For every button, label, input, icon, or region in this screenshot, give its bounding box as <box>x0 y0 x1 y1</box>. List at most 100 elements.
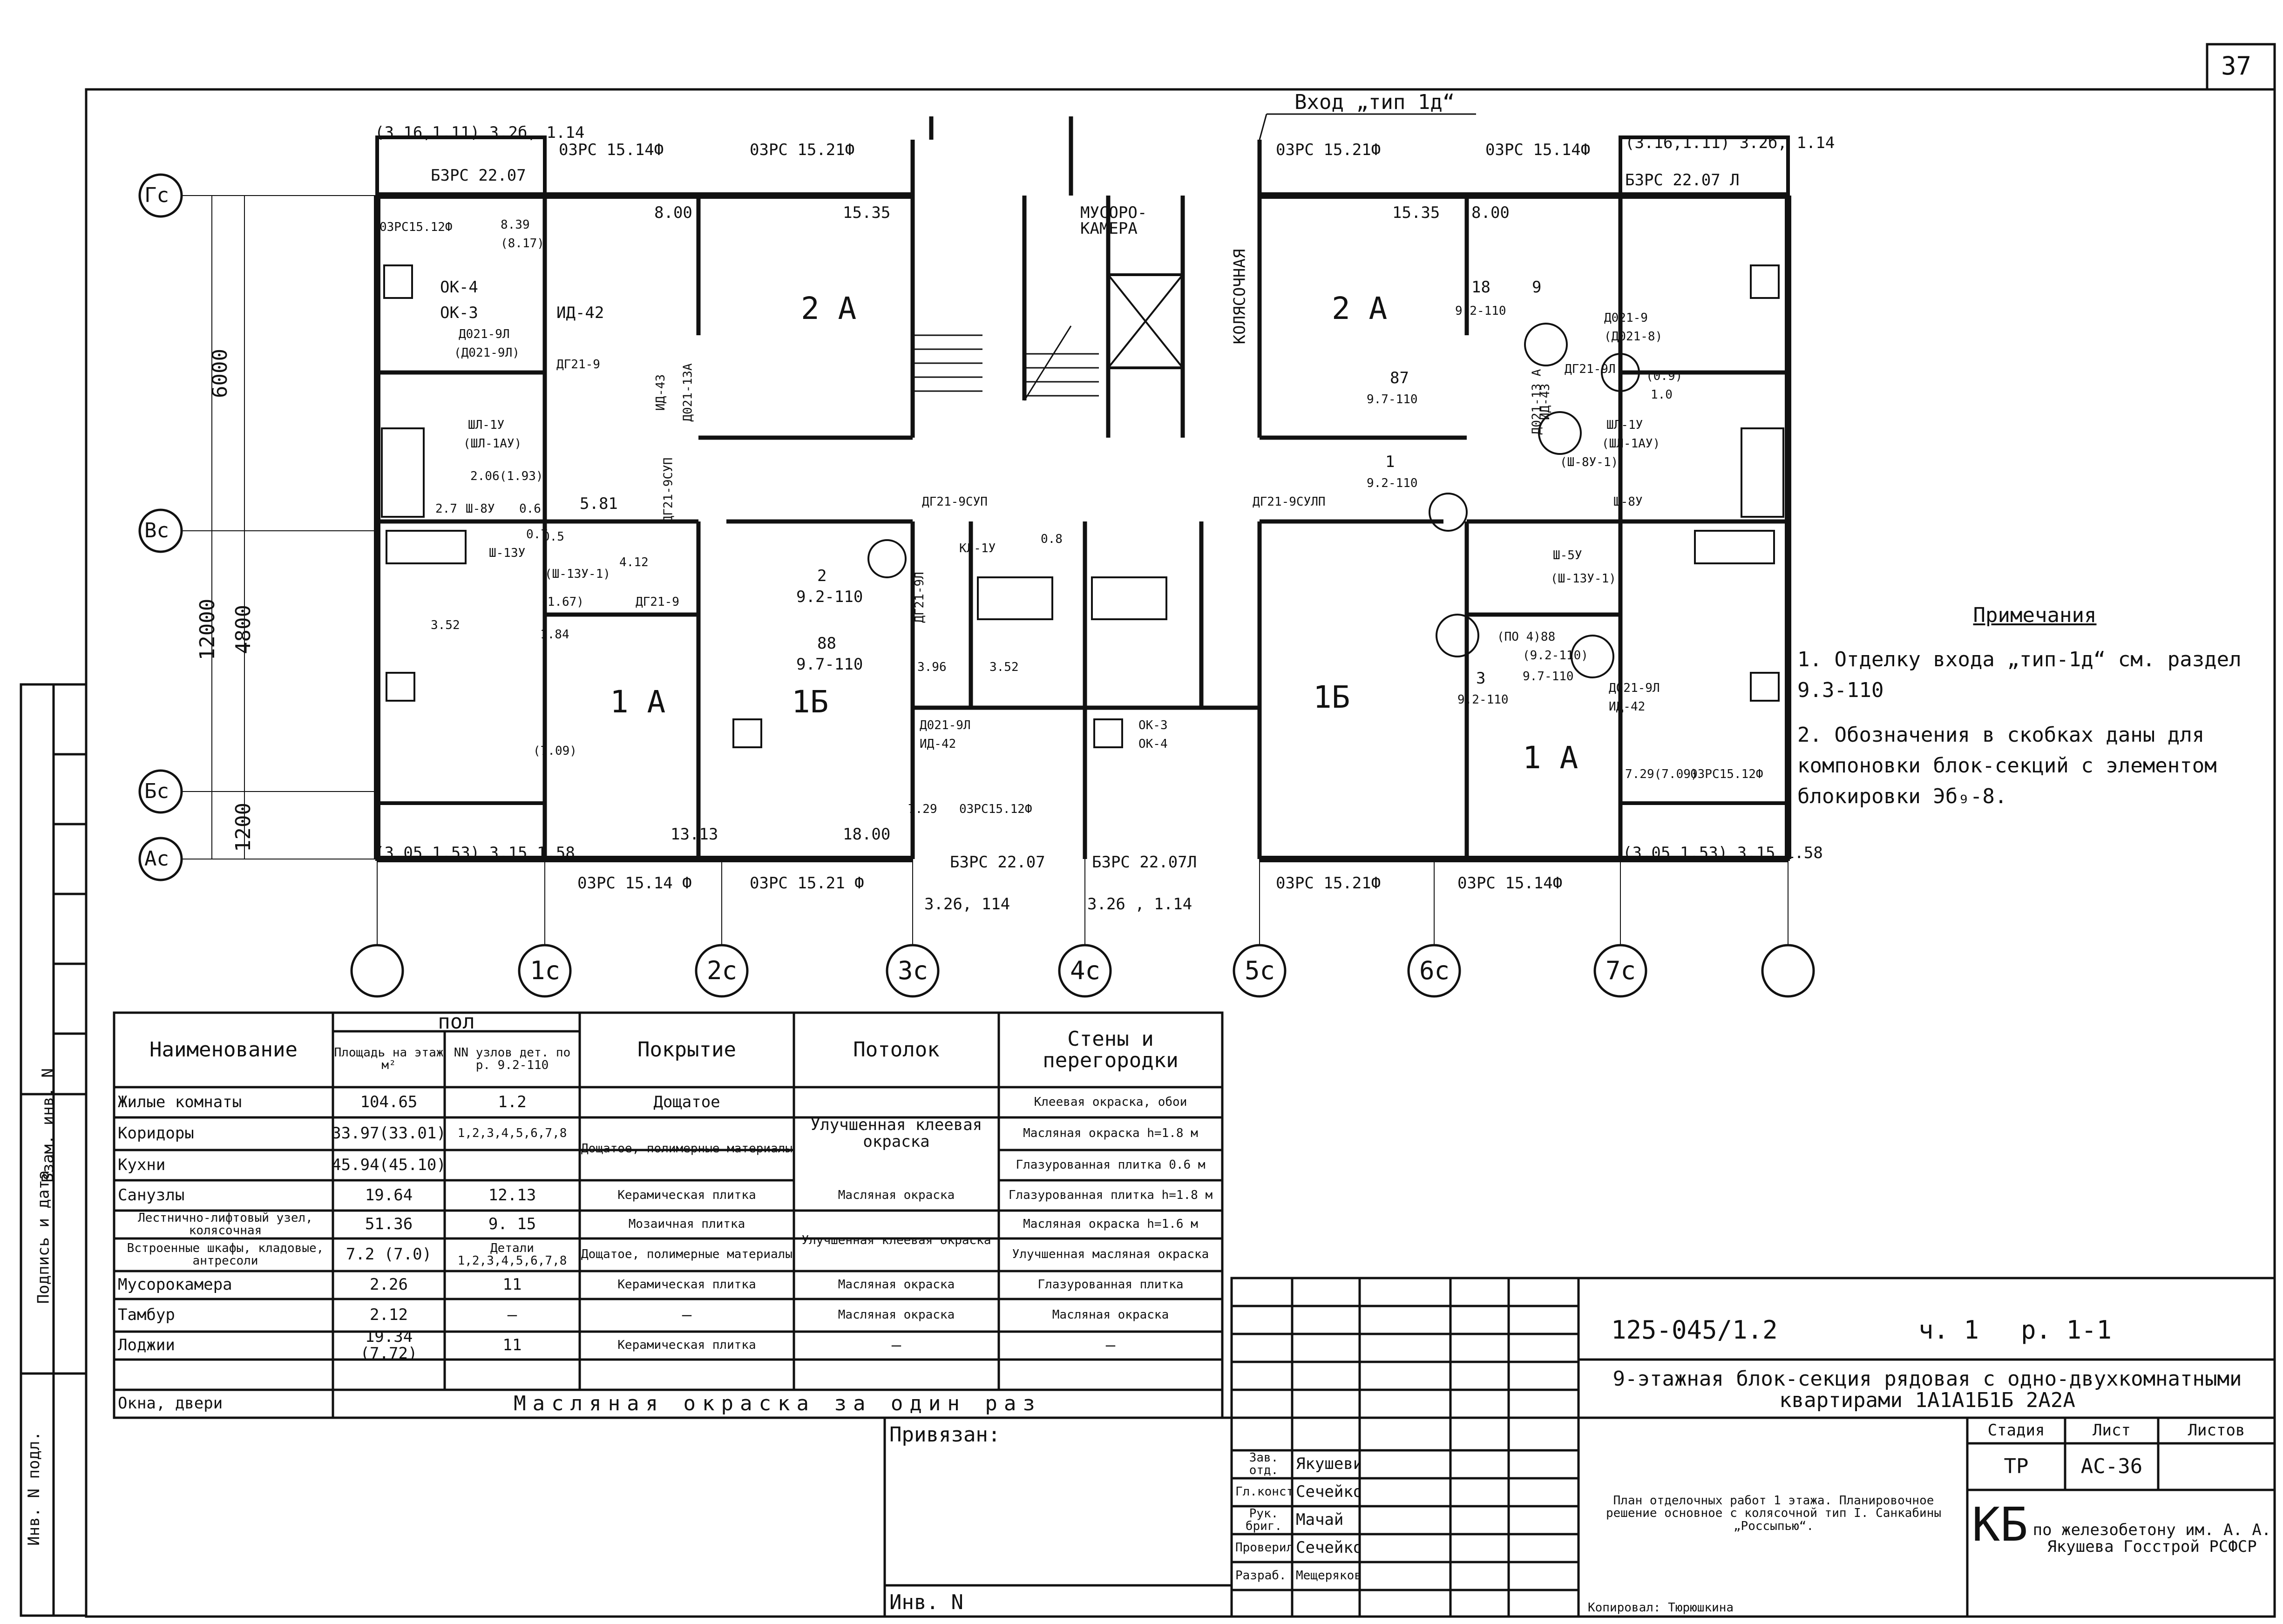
plan-label: 3.52 <box>431 618 460 632</box>
stairs <box>913 325 1099 401</box>
person-name: Сечейко <box>1296 1538 1360 1557</box>
room-1b-right: 1Б <box>1313 679 1350 715</box>
table-row-cover: — <box>682 1306 692 1325</box>
axis-label-col-2: 2с <box>707 956 738 985</box>
sheets-header: Листов <box>2188 1421 2245 1440</box>
axis-bubble-col-4 <box>1058 944 1112 998</box>
axis-bubble-row-2 <box>138 508 183 553</box>
window-label: 3.26, 114 <box>924 895 1010 914</box>
plan-label: 9.2-110 <box>1367 476 1418 490</box>
plan-label: 9.7-110 <box>1367 392 1418 406</box>
table-row-nodes: 9. 15 <box>488 1215 536 1234</box>
window-label: 03РС 15.14Ф <box>559 141 664 159</box>
table-ceiling: Улучшенная клеевая окраска <box>801 1233 991 1248</box>
table-row-area: 45.94(45.10) <box>333 1155 445 1174</box>
window-label: Б3РС 22.07 Л <box>1625 171 1740 189</box>
side-stamp-label: Подпись и дата <box>34 1170 53 1304</box>
table-last-row-value: Масляная окраска за один раз <box>514 1391 1042 1415</box>
window-label: 03РС 15.14Ф <box>1457 874 1563 893</box>
table-row-name: Тамбур <box>118 1306 175 1325</box>
dim-4800: 4800 <box>231 605 255 654</box>
stage-header: Стадия <box>1987 1421 2045 1440</box>
person-name: Мещерякова <box>1296 1569 1360 1583</box>
table-row-nodes: — <box>507 1306 517 1325</box>
window-label: (3.16,1.11) 3.2б, 1.14 <box>1625 134 1835 152</box>
table-row-walls: Глазурованная плитка h=1.8 м <box>1008 1188 1213 1202</box>
project-section: р. 1-1 <box>2021 1315 2112 1345</box>
person-name: Мачай <box>1296 1510 1344 1529</box>
note-item: 1. Отделку входа „тип-1д“ см. раздел 9.3… <box>1797 648 2242 702</box>
plan-label: 1.84 <box>540 628 569 642</box>
plan-label: ШЛ-1У <box>1606 418 1643 432</box>
side-stamp-label: Взам. инв. N <box>38 1068 57 1183</box>
plan-label: 8.00 <box>1471 203 1510 222</box>
role-label: Зав. отд. <box>1249 1450 1279 1477</box>
window-label: 03РС 15.21Ф <box>1276 141 1381 159</box>
plan-label: (Ш-8У-1) <box>1560 455 1619 469</box>
project-title: 9-этажная блок-секция рядовая с одно-дву… <box>1612 1367 2242 1412</box>
axis-bubble-row-1 <box>138 173 183 218</box>
plan-label: Д021-9Л <box>459 327 510 341</box>
plan-label: 9.7-110 <box>796 655 863 674</box>
plan-label: 5.81 <box>580 494 618 513</box>
axis-label-col-7: 7с <box>1606 956 1636 985</box>
table-row-area: 7.2 (7.0) <box>345 1245 432 1264</box>
plan-label: Ш-8У <box>466 502 495 516</box>
table-row-nodes: 11 <box>502 1275 522 1294</box>
project-code: 125-045/1.2 <box>1611 1315 1778 1345</box>
table-row-area: 2.26 <box>370 1275 408 1294</box>
table-header-walls: Стены и перегородки <box>1043 1027 1179 1072</box>
table-row-name: Встроенные шкафы, кладовые, антресоли <box>127 1241 324 1268</box>
room-chute: МУСОРО-КАМЕРА <box>1080 203 1147 238</box>
plan-label: 7.29(7.09) <box>1625 767 1698 781</box>
table-row-area: 19.64 <box>365 1185 413 1204</box>
role-label: Проверил <box>1235 1541 1292 1555</box>
table-header-nodes: NN узлов дет. по р. 9.2-110 <box>454 1045 571 1072</box>
plan-label: 9.2-110 <box>1455 304 1506 318</box>
dim-1200: 1200 <box>231 803 255 852</box>
dim-12000: 12000 <box>196 598 220 661</box>
table-header-area: Площадь на этаж м² <box>334 1045 444 1072</box>
table-row-cover: Керамическая плитка <box>617 1338 756 1353</box>
window-label: 03РС 15.21 Ф <box>750 874 864 893</box>
table-row-name: Мусорокамера <box>118 1275 232 1294</box>
axis-bubble-col-2 <box>695 944 749 998</box>
plan-label: (7.09) <box>533 744 577 758</box>
axis-bubble-edge-right <box>1761 944 1815 998</box>
table-row-walls: Клеевая окраска, обои <box>1034 1095 1187 1109</box>
org-name: по железобетону им. А. А. Якушева Госстр… <box>2032 1521 2271 1556</box>
inventory-label: Инв. N <box>889 1590 963 1614</box>
table-ceiling: Улучшенная клеевая окраска <box>810 1116 982 1151</box>
axis-label-col-6: 6с <box>1419 956 1450 985</box>
table-header-ceiling: Потолок <box>853 1037 940 1062</box>
table-row-area: 51.36 <box>365 1215 413 1234</box>
plan-label: 8.39 <box>501 218 530 232</box>
plan-label: 9.7-110 <box>1523 670 1574 683</box>
sheet-description: План отделочных работ 1 этажа. Планирово… <box>1606 1495 1942 1533</box>
plan-label: Ш-5У <box>1553 548 1582 562</box>
axis-bubble-row-3 <box>138 769 183 814</box>
table-row-area: 33.97(33.01) <box>333 1124 445 1143</box>
table-ceiling: — <box>891 1336 901 1355</box>
table-row-name: Жилые комнаты <box>118 1092 242 1111</box>
plan-label: 1.0 <box>1651 388 1673 402</box>
plan-label: 4.12 <box>619 555 649 569</box>
plan-label: (0.9) <box>1646 369 1683 383</box>
plan-label: 03РС15.12Ф <box>959 802 1032 816</box>
axis-label-col-1: 1с <box>530 956 561 985</box>
plan-label: (Ш-13У-1) <box>545 567 610 581</box>
plan-label: ДГ21-9СУП <box>922 495 988 509</box>
plan-label: Ш-8У <box>1613 495 1643 509</box>
room-1a-right: 1 А <box>1523 740 1578 776</box>
sheet-header: Лист <box>2093 1421 2131 1440</box>
table-row-walls: — <box>1105 1336 1116 1355</box>
plan-label: 0.6 <box>519 502 541 516</box>
sheet-value: АС-36 <box>2080 1454 2143 1478</box>
axis-label-col-3: 3с <box>898 956 928 985</box>
bound-label: Привязан: <box>889 1423 1001 1447</box>
floor-plan <box>172 113 1791 945</box>
note-item: 2. Обозначения в скобках даны для компон… <box>1797 723 2217 808</box>
table-row-cover: Дощатое <box>653 1092 720 1111</box>
plan-label: 13.13 <box>671 825 718 844</box>
plan-label: ОК-3 <box>1138 718 1168 732</box>
